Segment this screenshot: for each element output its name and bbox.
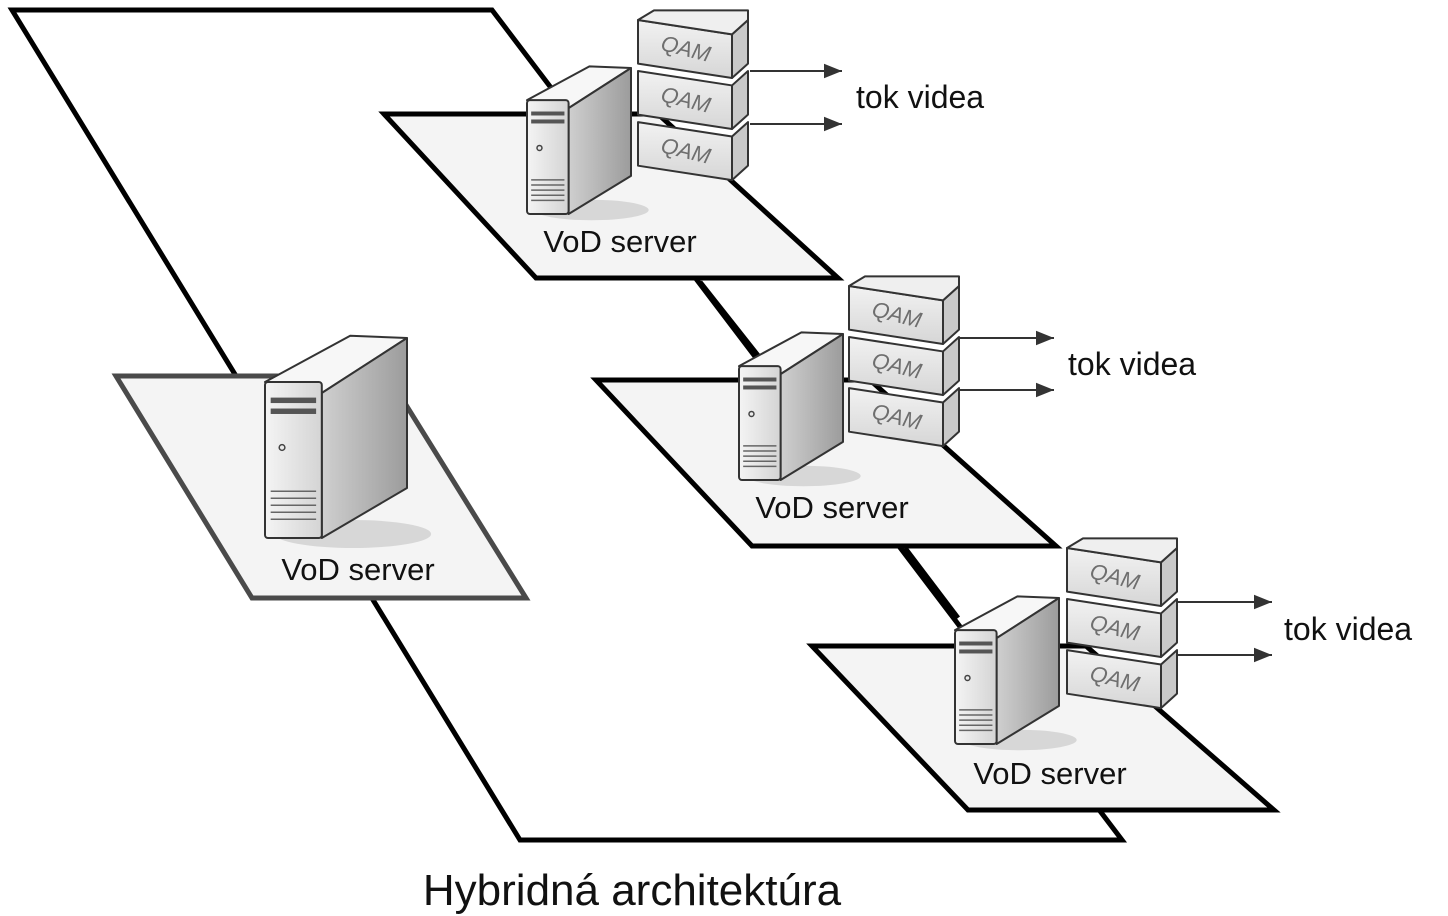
edge-3-stream-label: tok videa — [1284, 611, 1412, 647]
qam-side — [731, 70, 749, 131]
qam-box: QAM — [848, 275, 960, 345]
central-node: VoD server — [111, 334, 531, 601]
diagram-caption: Hybridná architektúra — [423, 866, 842, 915]
edge-1-stream-label: tok videa — [856, 79, 984, 115]
edge-1-server-label: VoD server — [543, 224, 696, 259]
server-drive-bay — [531, 119, 565, 124]
server-drive-bay — [959, 641, 993, 646]
qam-box: QAM — [1066, 537, 1178, 607]
qam-side — [1160, 649, 1178, 710]
server-drive-bay — [270, 397, 317, 404]
server-front — [526, 99, 570, 215]
central-server-icon — [264, 334, 432, 548]
qam-box: QAM — [637, 121, 749, 182]
qam-side — [942, 387, 960, 448]
server-drive-bay — [531, 111, 565, 116]
qam-top — [848, 275, 960, 302]
edge-3-server-icon — [954, 595, 1077, 751]
qam-box: QAM — [848, 336, 960, 397]
qam-box: QAM — [637, 70, 749, 131]
qam-box: QAM — [848, 387, 960, 448]
edge-3-server-label: VoD server — [973, 756, 1126, 791]
server-power-button — [536, 144, 543, 152]
link-edge2-edge3 — [903, 546, 960, 620]
server-power-button — [278, 443, 286, 452]
server-power-button — [964, 674, 971, 682]
server-front — [264, 381, 323, 539]
edge-1-server-icon — [526, 65, 649, 221]
edge-2-server-icon — [738, 331, 861, 487]
server-front — [954, 629, 998, 745]
qam-top — [1066, 537, 1178, 564]
edge-2-stream-label: tok videa — [1068, 346, 1196, 382]
server-drive-bay — [743, 377, 777, 382]
server-drive-bay — [743, 385, 777, 390]
qam-box: QAM — [1066, 649, 1178, 710]
server-drive-bay — [270, 408, 317, 414]
qam-box: QAM — [1066, 598, 1178, 659]
server-drive-bay — [959, 649, 993, 654]
server-front — [738, 365, 782, 481]
qam-side — [942, 336, 960, 397]
qam-side — [731, 121, 749, 182]
qam-top — [637, 9, 749, 36]
edge-2-server-label: VoD server — [755, 490, 908, 525]
server-power-button — [748, 410, 755, 418]
central-server-label: VoD server — [281, 552, 434, 587]
link-edge1-edge2 — [698, 280, 762, 360]
qam-side — [1160, 598, 1178, 659]
qam-box: QAM — [637, 9, 749, 79]
